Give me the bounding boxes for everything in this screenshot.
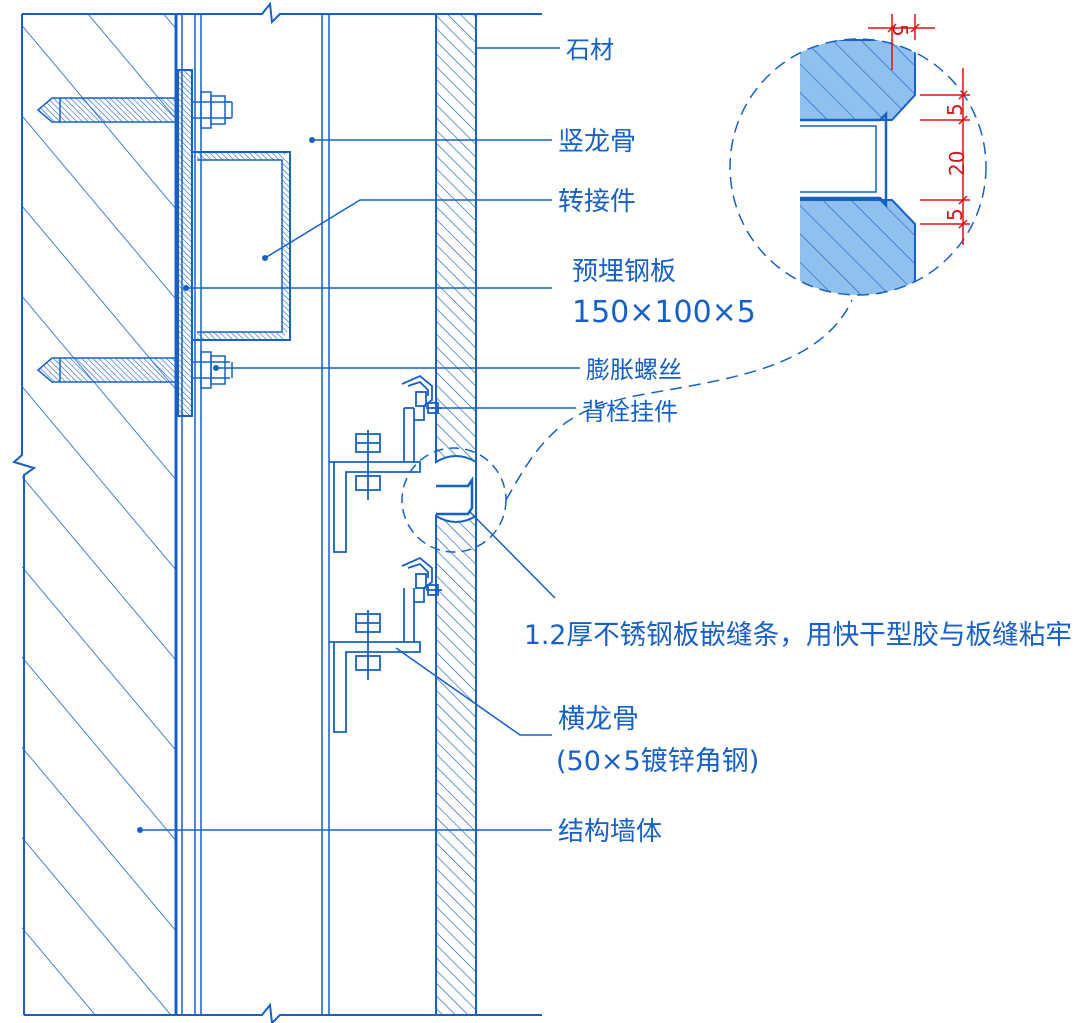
dim-side-upper: 5 — [943, 103, 967, 116]
label-adapter: 转接件 — [558, 187, 636, 217]
dim-side-lower: 5 — [943, 208, 967, 221]
label-embedded-plate-size: 150×100×5 — [572, 295, 756, 330]
detail-callout-leader — [505, 299, 853, 501]
label-back-bolt-hanger: 背栓挂件 — [582, 398, 678, 426]
label-vertical-keel: 竖龙骨 — [558, 127, 636, 157]
structural-wall — [11, 14, 183, 1015]
label-horizontal-keel: 横龙骨 — [558, 704, 639, 735]
label-embedded-plate: 预埋钢板 — [572, 257, 676, 287]
stone-panel-lower — [435, 514, 477, 1016]
adapter-bracket — [192, 151, 291, 341]
back-bolt-hanger-lower — [401, 556, 442, 603]
vertical-keel — [194, 14, 330, 1015]
horizontal-keel-lower — [329, 588, 421, 733]
section-break-lines — [22, 1, 542, 1023]
dim-top: 5 — [888, 24, 912, 37]
expansion-bolt-lower — [36, 351, 233, 389]
joint-detail-bubble — [729, 38, 987, 296]
horizontal-keel-upper — [329, 407, 421, 553]
label-joint-strip: 1.2厚不锈钢板嵌缝条，用快干型胶与板缝粘牢 — [524, 620, 1072, 651]
label-structural-wall: 结构墙体 — [558, 817, 662, 847]
embedded-steel-plate — [177, 69, 193, 417]
stainless-joint-strip — [436, 475, 474, 516]
label-stone: 石材 — [566, 36, 614, 64]
label-horizontal-keel-spec: (50×5镀锌角钢) — [556, 746, 759, 777]
leader-dots — [137, 137, 315, 833]
detail-dimensions — [868, 14, 970, 245]
dim-middle: 20 — [945, 151, 969, 176]
label-expansion-bolt: 膨胀螺丝 — [586, 356, 682, 384]
leader-lines — [140, 47, 580, 831]
expansion-bolt-upper — [36, 91, 233, 129]
